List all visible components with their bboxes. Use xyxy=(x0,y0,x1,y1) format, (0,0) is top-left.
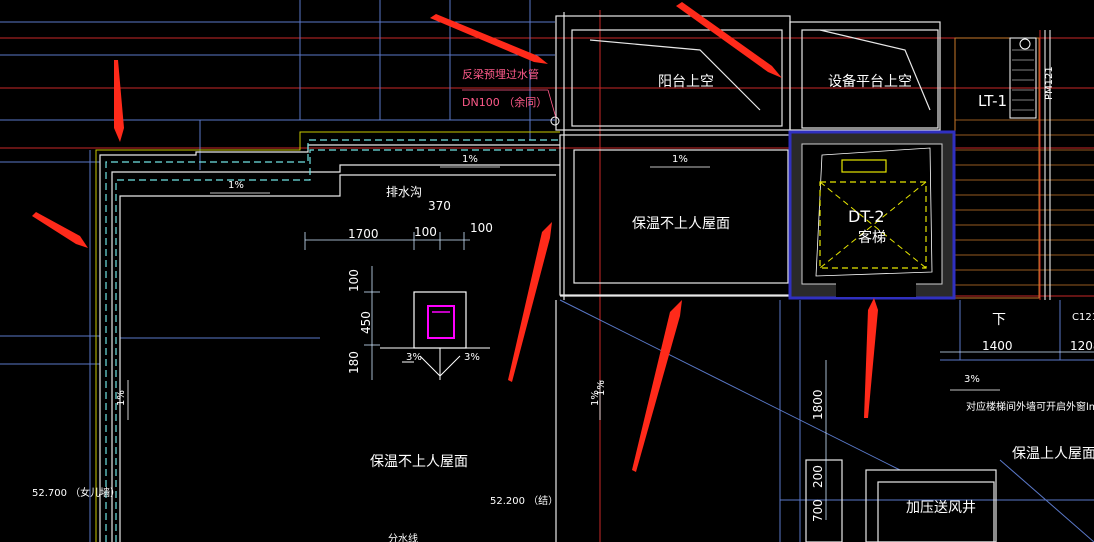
wall-outlines xyxy=(99,12,997,542)
dim-1700: 1700 xyxy=(348,227,379,241)
pipe-note-line2: DN100 （余同） xyxy=(462,95,547,109)
slope-1: 1% xyxy=(462,154,478,165)
level-left-label: 52.700 （女儿墙） xyxy=(32,486,120,499)
down-label: 下 xyxy=(992,312,1006,328)
slope-3: 1% xyxy=(672,154,688,165)
dim-100-vertical: 100 xyxy=(347,269,361,292)
dim-180: 180 xyxy=(347,351,361,374)
dim-450: 450 xyxy=(359,311,373,334)
drain-ditch-label: 排水沟 xyxy=(386,185,422,199)
parapet-yellow xyxy=(95,131,560,542)
slope-2: 1% xyxy=(228,180,244,191)
stair-block xyxy=(954,30,1094,300)
dim-100-b: 100 xyxy=(470,221,493,235)
slope-6: 1% xyxy=(596,380,607,396)
dim-370: 370 xyxy=(428,199,451,213)
slope-5: 1% xyxy=(590,390,601,406)
roof-access-label: 保温上人屋面 xyxy=(1012,446,1094,462)
c1211-label: C1211 xyxy=(1072,312,1094,323)
dim-1400: 1400 xyxy=(982,339,1013,353)
lt-label: LT-1 xyxy=(978,92,1007,110)
slope-indicators xyxy=(127,166,1000,420)
roof-nonaccess-label-1: 保温不上人屋面 xyxy=(632,216,730,232)
red-arrows xyxy=(32,2,878,472)
elevator-shaft xyxy=(788,130,956,300)
elevator-type-label: 客梯 xyxy=(858,229,886,246)
pipe-marker xyxy=(550,116,560,126)
floor-drain-fixture xyxy=(380,291,490,380)
equipment-platform-void-label: 设备平台上空 xyxy=(828,73,912,90)
bottom-cut-label: 分水线 xyxy=(388,532,418,542)
slope-7: 3% xyxy=(406,352,422,363)
elevator-code-label: DT-2 xyxy=(848,207,885,226)
dim-1800: 1800 xyxy=(811,389,825,420)
dim-1208: 1208 xyxy=(1070,339,1094,353)
dimension-lines xyxy=(304,232,1094,520)
slope-9: 3% xyxy=(964,374,980,385)
dim-700: 700 xyxy=(811,499,825,522)
balcony-void-label: 阳台上空 xyxy=(658,74,714,90)
stair-wall-note: 对应楼梯间外墙可开启外窗lm xyxy=(966,400,1094,413)
dim-100-a: 100 xyxy=(414,225,437,239)
pipe-note-leader xyxy=(462,89,557,119)
pressurized-shaft-label: 加压送风井 xyxy=(906,500,976,516)
slope-4: 1% xyxy=(116,390,127,406)
roof-nonaccess-label-2: 保温不上人屋面 xyxy=(370,454,468,470)
dim-200: 200 xyxy=(811,465,825,488)
slope-8: 3% xyxy=(464,352,480,363)
pm-label: PM121 xyxy=(1044,66,1055,100)
parapet-gutter xyxy=(105,139,560,542)
level-mid-label: 52.200 （结） xyxy=(490,494,558,507)
pipe-note-line1: 反梁预埋过水管 xyxy=(462,67,539,81)
